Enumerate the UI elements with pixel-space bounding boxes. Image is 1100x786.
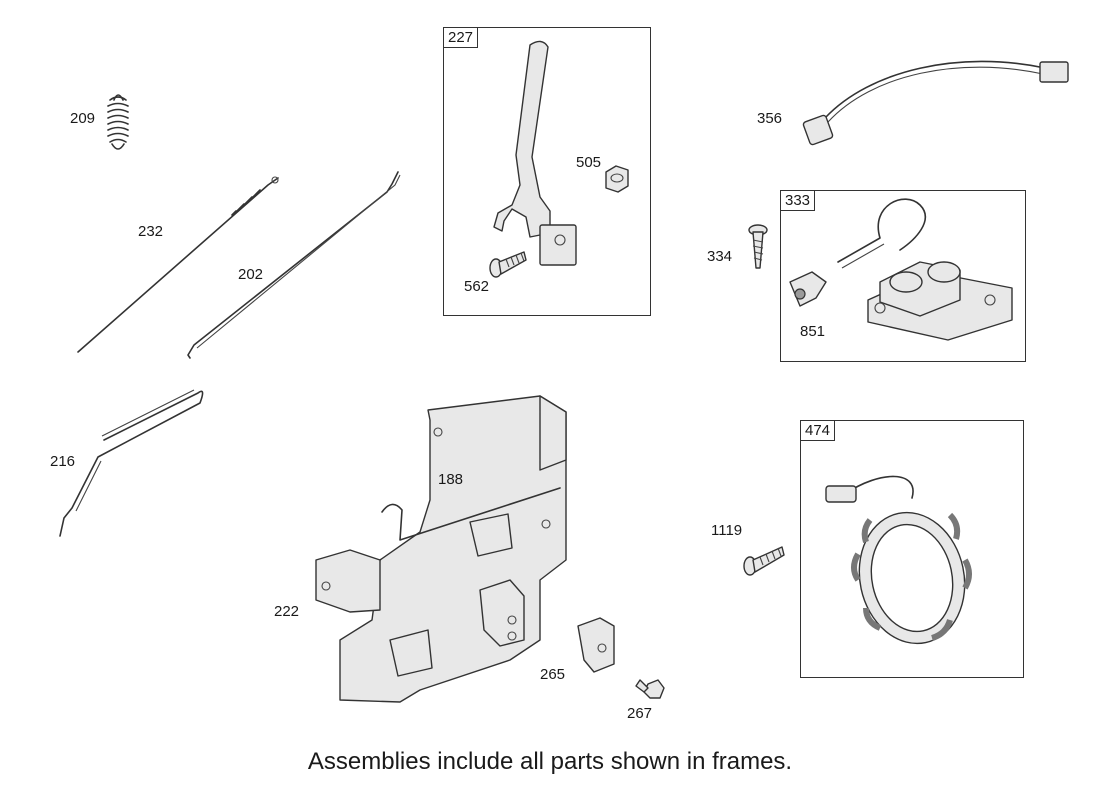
- label-202: 202: [238, 266, 264, 283]
- part-333-ignition-module: [789, 198, 1013, 341]
- part-267-screw: [635, 679, 665, 699]
- frame-333: 333: [780, 190, 1026, 362]
- label-265: 265: [540, 666, 566, 683]
- label-851: 851: [800, 323, 826, 340]
- frame-227: 227: [443, 27, 651, 316]
- label-505: 505: [576, 154, 602, 171]
- part-356-wire: [802, 60, 1069, 146]
- part-1119-screw: [743, 546, 785, 576]
- frame-tag-227: 227: [444, 28, 479, 48]
- part-232-cable: [77, 176, 279, 353]
- part-227-governor-lever: [493, 40, 577, 266]
- label-356: 356: [757, 110, 783, 127]
- label-562: 562: [464, 278, 490, 295]
- part-209-spring: [107, 94, 129, 150]
- frame-tag-474: 474: [801, 421, 836, 441]
- part-334-screw: [748, 224, 768, 269]
- label-188: 188: [438, 471, 464, 488]
- part-222-control-bracket: [315, 395, 567, 703]
- part-505-nut: [605, 165, 629, 193]
- label-222: 222: [274, 603, 300, 620]
- diagram-caption: Assemblies include all parts shown in fr…: [307, 748, 793, 775]
- label-1119: 1119: [711, 522, 743, 539]
- label-334: 334: [707, 248, 733, 265]
- frame-tag-333: 333: [781, 191, 816, 211]
- label-216: 216: [50, 453, 76, 470]
- label-209: 209: [70, 110, 96, 127]
- label-232: 232: [138, 223, 164, 240]
- part-202-rod: [187, 171, 401, 359]
- label-267: 267: [627, 705, 653, 722]
- part-562-screw: [489, 251, 527, 278]
- frame-474: 474: [800, 420, 1024, 678]
- part-474-alternator: [825, 475, 972, 645]
- part-216-rod: [59, 389, 204, 537]
- part-265-clip: [577, 617, 615, 673]
